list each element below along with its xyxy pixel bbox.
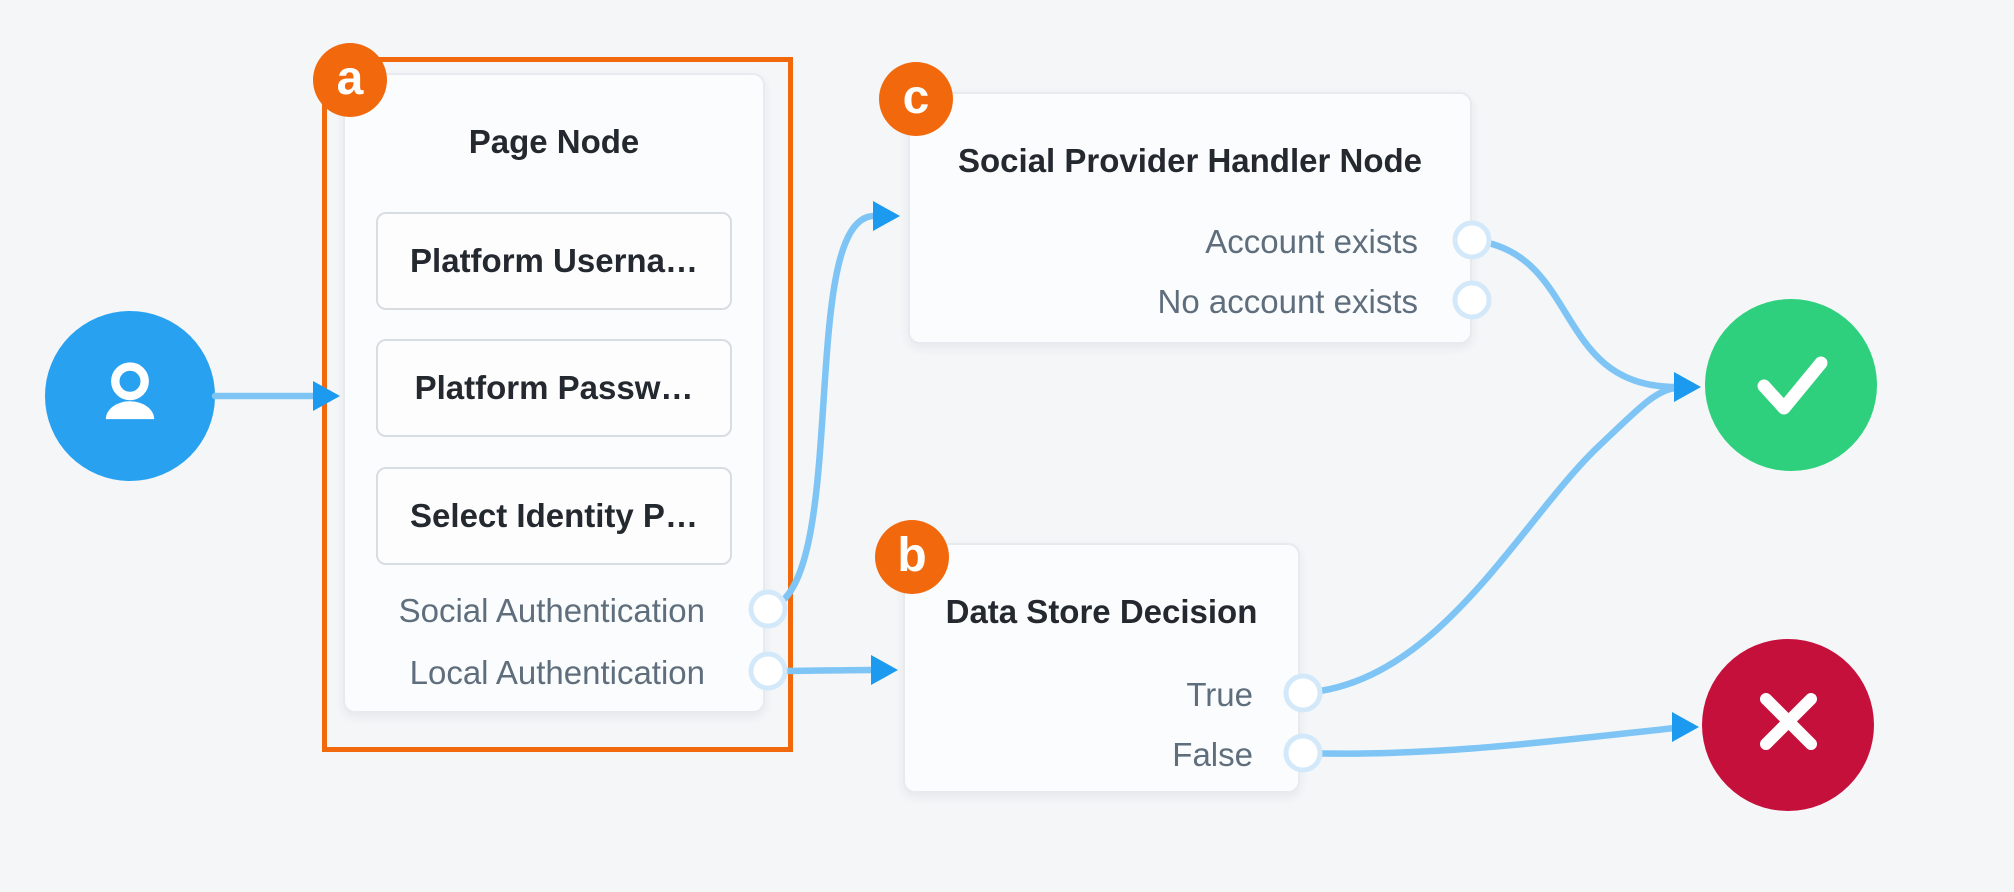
user-icon [105,362,155,420]
node-data-store-decision[interactable]: Data Store Decision True False [903,543,1300,793]
annotation-badge-b: b [875,520,949,594]
outcome-no-account-exists: No account exists [1157,283,1418,320]
node-page-node[interactable]: Page Node Platform Userna… Platform Pass… [343,73,765,713]
arrowhead-into-data-store [871,655,898,685]
wire-false-to-failure [1299,724,1679,757]
annotation-badge-a: a [313,43,387,117]
outcome-false: False [1172,736,1253,773]
node-social-provider-handler[interactable]: Social Provider Handler Node Account exi… [908,92,1472,344]
outcome-account-exists: Account exists [1205,223,1418,260]
outcome-local-authentication: Local Authentication [409,654,705,691]
outcome-social-authentication: Social Authentication [398,592,705,629]
wire-local-auth-to-data-store [764,666,878,675]
arrowhead-into-failure [1672,712,1699,742]
arrowhead-into-social-handler [873,201,900,231]
inner-node-platform-username[interactable]: Platform Userna… [376,212,732,310]
wire-true-to-success [1299,384,1680,697]
check-icon [1757,356,1828,415]
inner-node-select-identity-provider[interactable]: Select Identity P… [376,467,732,565]
arrowhead-into-success [1674,372,1701,402]
annotation-badge-c: c [879,62,953,136]
social-provider-handler-title: Social Provider Handler Node [958,142,1422,179]
success-node[interactable] [1705,299,1877,471]
data-store-decision-title: Data Store Decision [945,593,1258,630]
x-icon [1760,693,1817,750]
start-node[interactable] [45,311,215,481]
arrowhead-into-page-node [313,381,340,411]
page-node-title: Page Node [468,123,640,160]
inner-node-platform-password[interactable]: Platform Passw… [376,339,732,437]
outcome-true: True [1186,676,1253,713]
wire-account-exists-to-success [1468,236,1680,391]
wire-social-auth-to-handler [764,212,878,613]
failure-node[interactable] [1702,639,1874,811]
